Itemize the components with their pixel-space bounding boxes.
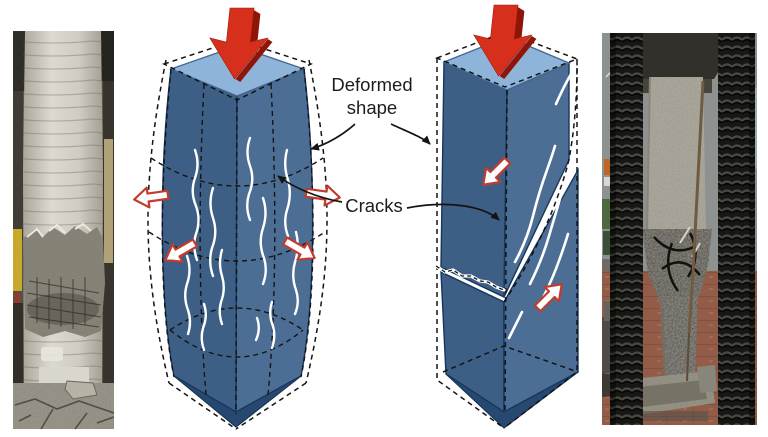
lab-background <box>13 303 23 389</box>
cracks-label: Cracks <box>345 195 403 216</box>
annotation-arrow-icon <box>390 123 431 145</box>
corrugated-bar-left <box>610 33 643 425</box>
diagram-column-shear <box>434 4 580 429</box>
lab-background <box>13 91 23 241</box>
deformed-shape-label: shape <box>347 97 397 118</box>
machine-frame <box>101 31 114 81</box>
concrete-specimen <box>647 77 706 233</box>
tangled-rebar <box>653 232 701 292</box>
measurement-rod <box>687 80 705 334</box>
center-annotations: Deformed shape Cracks <box>277 74 500 221</box>
yellow-strip <box>104 139 113 263</box>
concrete-chunk <box>64 380 98 400</box>
measurement-rod <box>686 332 690 382</box>
jagged-shear-crack-dashes <box>435 265 505 291</box>
floor-cracks <box>14 398 115 430</box>
machine-crosshead <box>628 33 726 79</box>
diagram-column-crushing <box>131 7 343 430</box>
annotation-arrows <box>277 123 500 221</box>
deformation-grid-dashed <box>148 68 326 415</box>
photo-concrete-column-shear <box>602 33 757 425</box>
yellow-equipment <box>13 229 22 291</box>
photo-concrete-column-crushing <box>13 31 115 430</box>
annotation-arrow-icon <box>310 123 356 151</box>
clamp-bracket <box>697 365 717 393</box>
patch <box>41 347 63 361</box>
deformed-shape-dashed-outline <box>147 39 328 430</box>
clamp-shadow <box>638 411 708 421</box>
annotation-arrow-icon <box>406 203 500 221</box>
spall-shadow <box>27 293 99 325</box>
annotation-arrow-icon <box>277 175 343 203</box>
corrugated-bar-right <box>718 33 755 425</box>
deformed-shape-label: Deformed <box>331 74 412 95</box>
spall-highlights <box>26 222 92 238</box>
exposed-reinforcement-mesh <box>26 277 102 329</box>
lower-specimen-remnant <box>660 295 698 385</box>
remnant-edge-shade <box>661 300 666 384</box>
base-plate <box>638 380 707 407</box>
bar-shade <box>610 33 616 425</box>
column-base <box>39 367 89 383</box>
red-object <box>14 293 20 303</box>
specimen-edge-shade <box>646 76 651 234</box>
bar-shade <box>749 33 755 425</box>
white-object <box>604 177 615 186</box>
